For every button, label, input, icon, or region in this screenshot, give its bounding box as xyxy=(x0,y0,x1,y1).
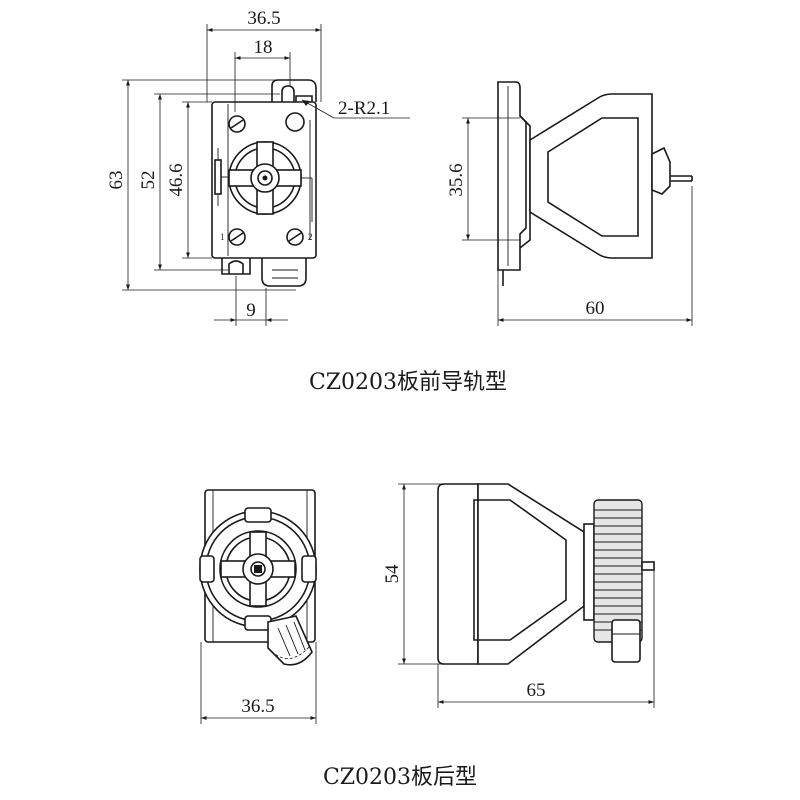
dim-height-46-label: 46.6 xyxy=(166,163,187,196)
front-rail-side-view xyxy=(497,81,693,286)
terminal-2-label: 2 xyxy=(308,232,313,242)
rear-side-view xyxy=(437,483,655,665)
rear-view-dimensions: 36.5 xyxy=(200,642,317,724)
front-rail-view: 1 2 xyxy=(211,79,317,287)
dim-radius-label: 2-R2.1 xyxy=(338,98,390,119)
rear-view xyxy=(199,489,317,666)
dim-rear-depth-label: 65 xyxy=(527,680,546,701)
dim-height-52-label: 52 xyxy=(138,171,159,190)
front-view-dimensions: 36.5 18 2-R2.1 63 52 46.6 9 xyxy=(106,8,410,326)
rear-caption: CZ0203板后型 xyxy=(323,765,477,790)
dim-pitch-label: 18 xyxy=(254,37,273,58)
rear-side-dimensions: 54 65 xyxy=(382,483,655,708)
dim-width-label: 36.5 xyxy=(247,8,280,29)
dim-rear-height-label: 54 xyxy=(382,564,403,584)
dim-rear-width-label: 36.5 xyxy=(241,696,274,717)
dim-offset-label: 9 xyxy=(246,300,256,321)
front-side-dimensions: 35.6 60 xyxy=(446,117,693,326)
front-rail-caption: CZ0203板前导轨型 xyxy=(309,370,507,395)
dim-rail-label: 35.6 xyxy=(446,163,467,196)
dim-height-total-label: 63 xyxy=(106,171,127,190)
dim-depth-label: 60 xyxy=(586,298,605,319)
terminal-1-label: 1 xyxy=(220,232,225,242)
